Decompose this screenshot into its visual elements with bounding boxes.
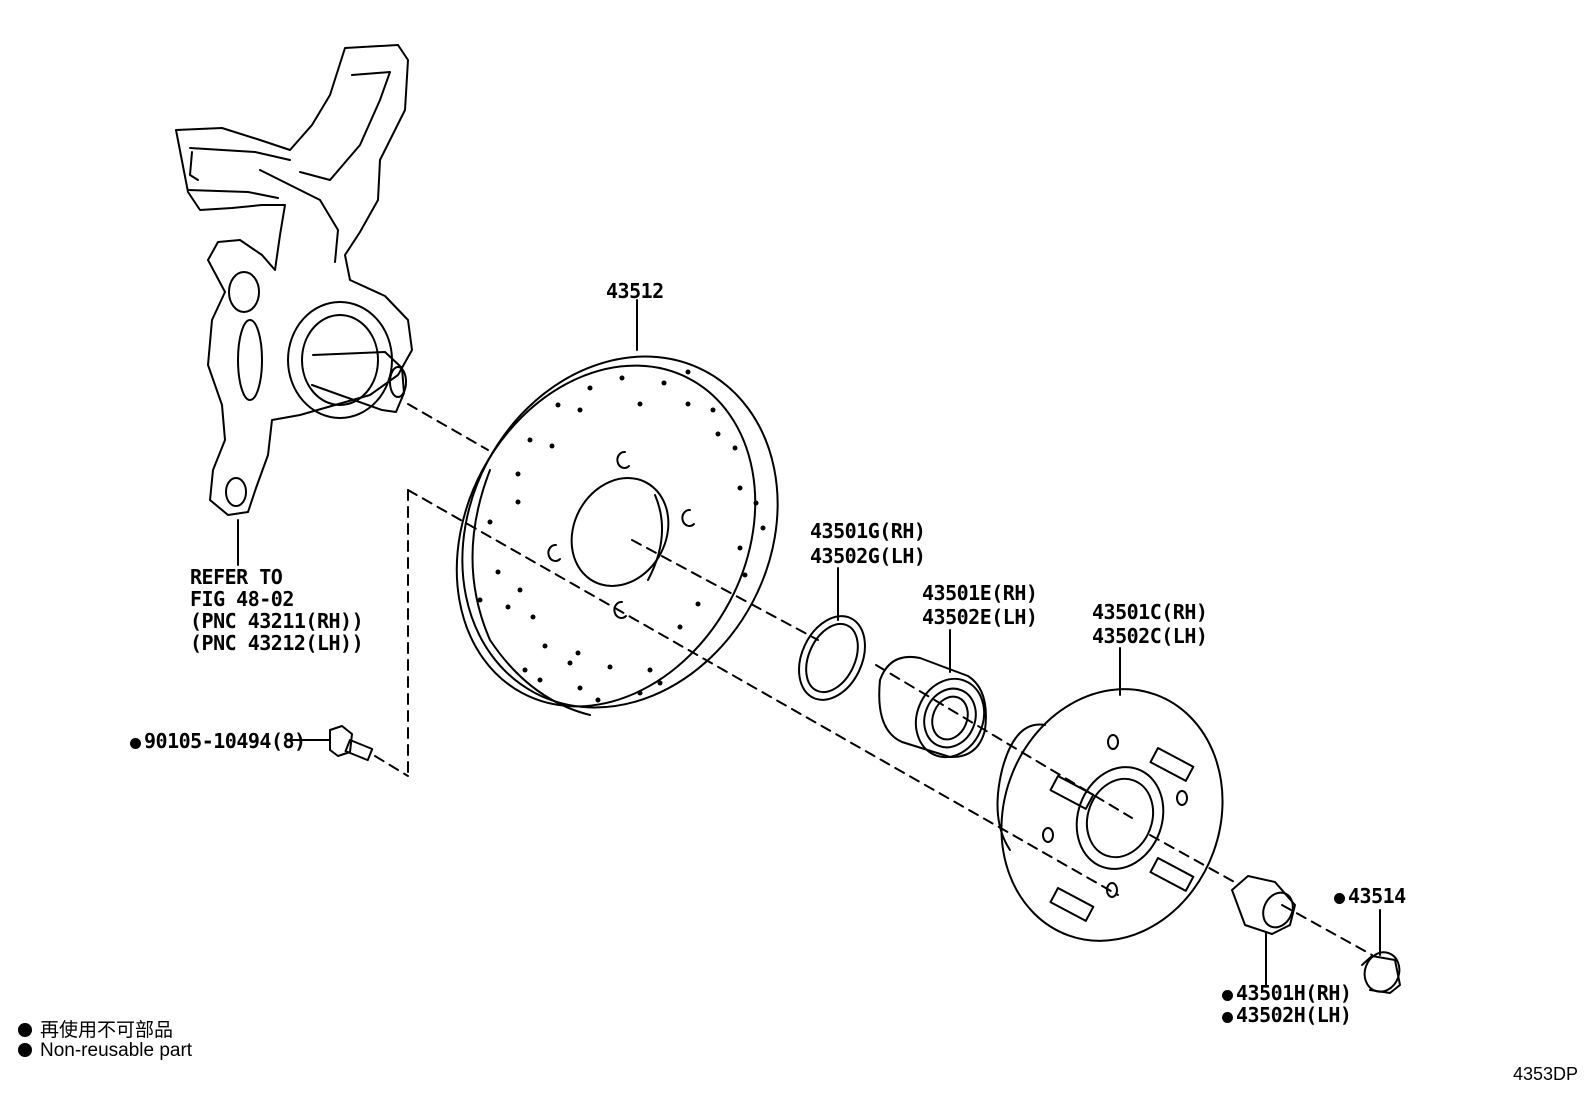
- legend-japanese-text: 再使用不可部品: [40, 1020, 174, 1041]
- hub-nut: [1231, 875, 1296, 986]
- label-bolt: 90105-10494(8): [130, 730, 306, 752]
- label-hub-nut-lh: 43502H(LH): [1222, 1003, 1352, 1027]
- label-bolt-text: 90105-10494(8): [144, 729, 306, 753]
- brake-rotor: [455, 299, 779, 716]
- label-knuckle-ref-1: REFER TO: [190, 565, 283, 589]
- label-hub-nut-lh-text: 43502H(LH): [1236, 1003, 1352, 1027]
- legend-english-text: Non-reusable part: [40, 1040, 193, 1061]
- rotor-bolt-holes: [547, 450, 695, 619]
- label-hub-rh: 43501C(RH): [1092, 600, 1208, 624]
- diagram-code: 4353DP: [1512, 1064, 1578, 1084]
- label-knuckle-ref-3: (PNC 43211(RH)): [190, 609, 364, 633]
- rotor-holes: [477, 369, 766, 703]
- label-hub-nut-rh-text: 43501H(RH): [1236, 981, 1352, 1005]
- label-snap-ring-rh: 43501G(RH): [810, 519, 926, 543]
- label-rotor: 43512: [606, 279, 664, 303]
- legend-english: Non-reusable part: [18, 1040, 192, 1062]
- label-snap-ring-lh: 43502G(LH): [810, 544, 926, 568]
- snap-ring: [798, 567, 866, 701]
- wheel-hub: [996, 647, 1224, 942]
- label-bearing-lh: 43502E(LH): [922, 605, 1038, 629]
- steering-knuckle: [175, 44, 413, 516]
- bolt: [291, 725, 374, 762]
- label-hub-nut-rh: 43501H(RH): [1222, 981, 1352, 1005]
- label-cap-text: 43514: [1348, 884, 1406, 908]
- label-bearing-rh: 43501E(RH): [922, 581, 1038, 605]
- label-knuckle-ref-2: FIG 48-02: [190, 587, 294, 611]
- grease-cap: [1361, 909, 1401, 994]
- wheel-bearing: [878, 629, 987, 759]
- label-cap: 43514: [1334, 885, 1406, 907]
- label-knuckle-ref-4: (PNC 43212(LH)): [190, 631, 364, 655]
- legend-japanese: 再使用不可部品: [18, 1015, 173, 1042]
- label-hub-lh: 43502C(LH): [1092, 624, 1208, 648]
